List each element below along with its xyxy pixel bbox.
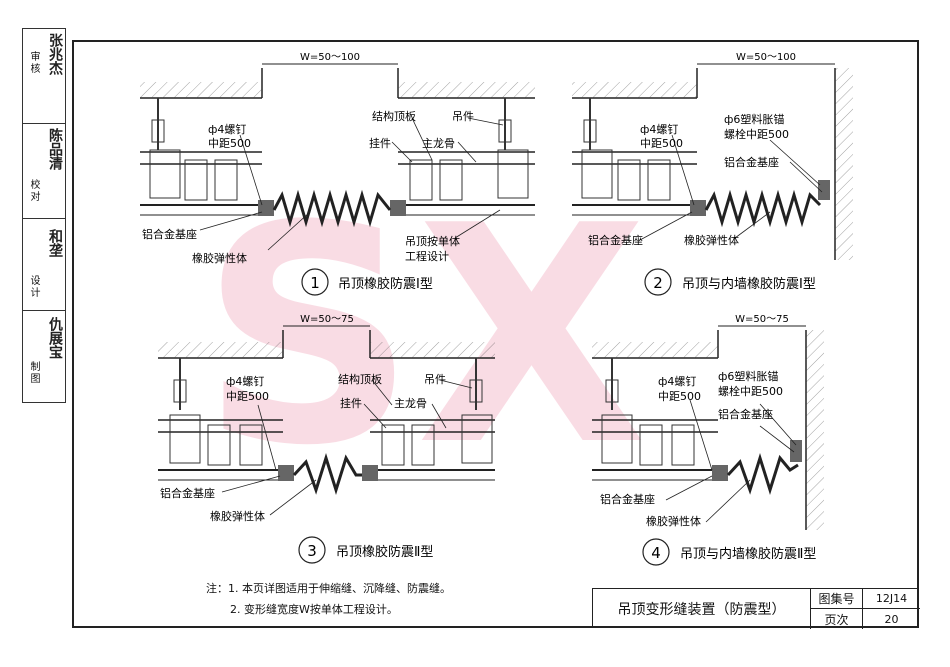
nail-spacing-label: 中距500 (208, 137, 251, 150)
atlas-value: 12J14 (863, 589, 920, 609)
nail-label: ф4螺钉 (226, 375, 264, 388)
anchor-spacing-label: 螺栓中距500 (724, 127, 789, 141)
base-label: 铝合金基座 (724, 155, 779, 169)
width-dimension: W=50～75 (735, 314, 789, 325)
signature-strip: 审核 张兆杰 校对 陈品清 设计 和垄 制图 仇展宝 (22, 28, 66, 403)
nail-label: ф4螺钉 (658, 375, 696, 388)
base-label: 铝合金基座 (160, 486, 215, 500)
hanger-label: 吊件 (424, 373, 446, 386)
nail-label: ф4螺钉 (640, 123, 678, 136)
detail-title: 吊顶与内墙橡胶防震Ⅱ型 (680, 546, 816, 562)
runner-label: 主龙骨 (422, 137, 455, 150)
runner-label: 主龙骨 (394, 397, 427, 410)
design-label: 工程设计 (405, 250, 449, 263)
sidebar-row-draw: 制图 仇展宝 (23, 311, 65, 402)
sidebar-row-review: 审核 张兆杰 (23, 29, 65, 124)
rubber-label: 橡胶弹性体 (210, 509, 265, 523)
sidebar-label: 审核 (28, 51, 39, 75)
drawing-title: 吊顶变形缝装置（防震型） (593, 589, 811, 629)
detail-number: 2 (653, 274, 663, 292)
ceiling-label: 吊顶按单体 (405, 234, 460, 248)
nail-spacing-label: 中距500 (640, 137, 683, 150)
detail-title: 吊顶橡胶防震Ⅱ型 (336, 544, 433, 560)
base-label: 铝合金基座 (588, 233, 643, 247)
detail-3: W=50～75 ф4螺钉 中距500 结构顶板 吊件 挂件 主龙骨 (158, 314, 495, 564)
width-dimension: W=50～100 (300, 52, 360, 63)
signature: 仇展宝 (47, 317, 63, 359)
base-label: 铝合金基座 (718, 407, 773, 421)
detail-2: W=50～100 ф4螺钉 中距500 ф6塑料胀锚 螺栓中距500 铝合金基座… (572, 52, 853, 296)
sidebar-label: 校对 (28, 179, 39, 203)
nail-label: ф4螺钉 (208, 123, 246, 136)
page-value: 20 (884, 612, 899, 626)
detail-title: 吊顶橡胶防震Ⅰ型 (338, 276, 433, 292)
base-label: 铝合金基座 (600, 492, 655, 506)
atlas-label: 图集号 (811, 589, 863, 609)
signature: 和垄 (47, 229, 63, 257)
slab-label: 结构顶板 (372, 109, 416, 123)
detail-number: 4 (651, 544, 661, 562)
detail-1: W=50～100 ф4 (140, 52, 535, 296)
sidebar-label: 设计 (28, 275, 39, 299)
width-dimension: W=50～75 (300, 314, 354, 325)
sidebar-label: 制图 (28, 361, 39, 385)
signature: 陈品清 (47, 128, 63, 170)
nail-spacing-label: 中距500 (226, 390, 269, 403)
watermark: SX (200, 162, 647, 511)
anchor-label: ф6塑料胀锚 (718, 369, 778, 383)
page-label: 页次 (811, 609, 863, 629)
width-dimension: W=50～100 (736, 52, 796, 63)
anchor-label: ф6塑料胀锚 (724, 112, 784, 126)
detail-number: 3 (307, 542, 317, 560)
base-label: 铝合金基座 (142, 227, 197, 241)
nail-spacing-label: 中距500 (658, 390, 701, 403)
drawing-frame (72, 40, 919, 628)
sidebar-row-design: 设计 和垄 (23, 219, 65, 311)
rubber-label: 橡胶弹性体 (192, 251, 247, 265)
signature: 张兆杰 (47, 33, 63, 75)
note-line-2: 2. 变形缝宽度W按单体工程设计。 (230, 603, 398, 616)
anchor-spacing-label: 螺栓中距500 (718, 384, 783, 398)
note-line-1: 注：1. 本页详图适用于伸缩缝、沉降缝、防震缝。 (206, 582, 451, 595)
detail-number: 1 (310, 274, 320, 292)
rubber-label: 橡胶弹性体 (684, 233, 739, 247)
detail-4: W=50～75 ф4螺钉 中距500 ф6塑料胀锚 螺栓中距500 铝合金基座 … (592, 314, 824, 566)
pendant-label: 挂件 (369, 136, 391, 150)
sidebar-row-check: 校对 陈品清 (23, 124, 65, 219)
rubber-label: 橡胶弹性体 (646, 514, 701, 528)
detail-title: 吊顶与内墙橡胶防震Ⅰ型 (682, 276, 816, 292)
hanger-label: 吊件 (452, 110, 474, 123)
notes: 注：1. 本页详图适用于伸缩缝、沉降缝、防震缝。 2. 变形缝宽度W按单体工程设… (206, 578, 451, 620)
title-block: 吊顶变形缝装置（防震型） 图集号 12J14 页次 20 (592, 588, 920, 629)
pendant-label: 挂件 (340, 396, 362, 410)
slab-label: 结构顶板 (338, 372, 382, 386)
